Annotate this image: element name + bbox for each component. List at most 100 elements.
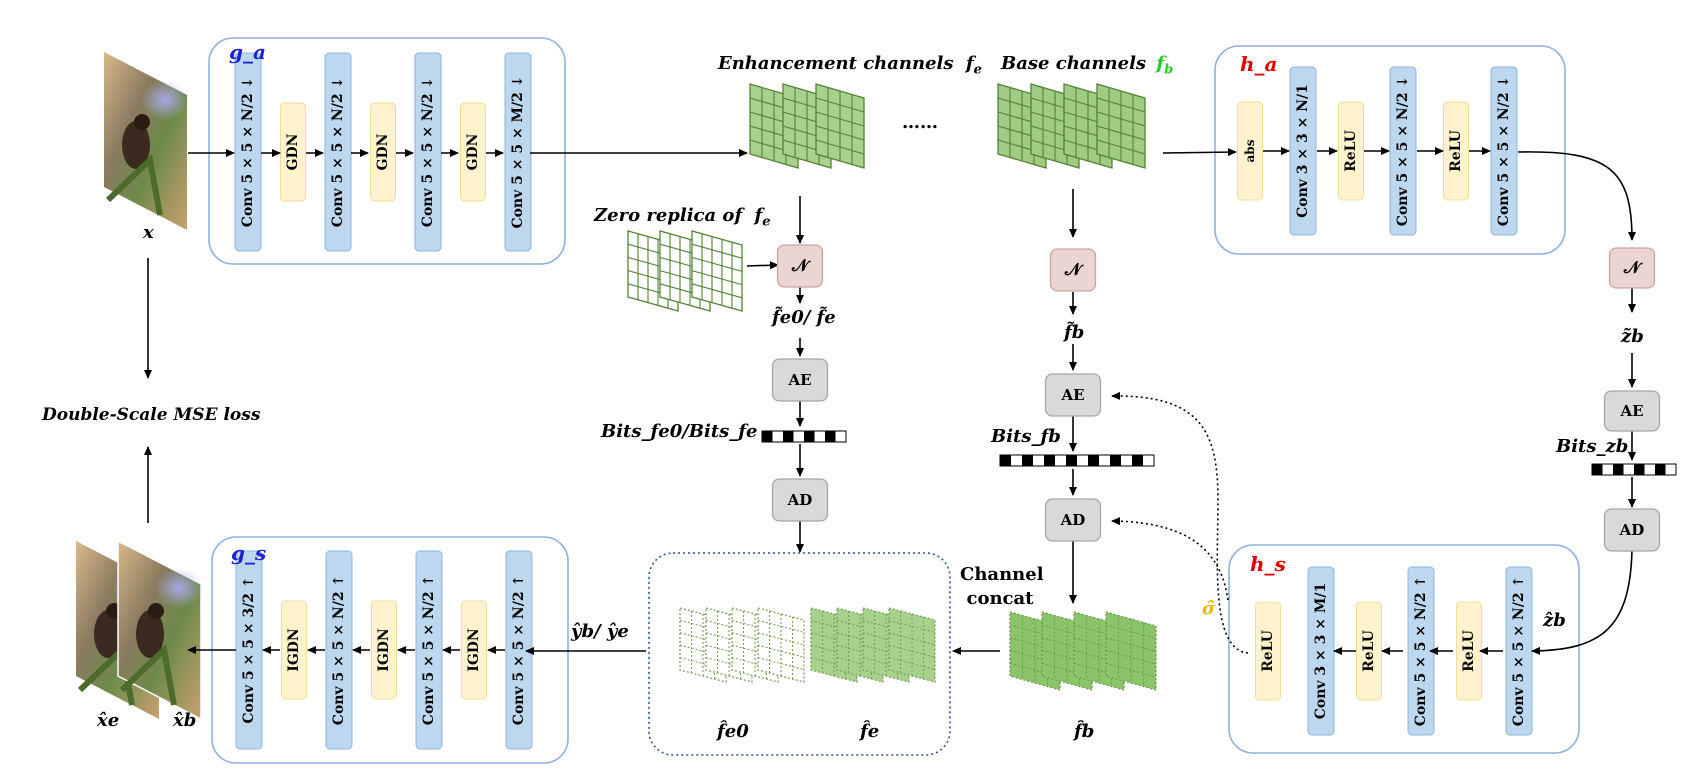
ga-layer-4: Conv 5 × 5 × N/2 ↓	[414, 52, 442, 252]
gs-layer-1: IGDN	[281, 600, 307, 700]
ha-layer-label-0: abs	[1243, 139, 1257, 162]
gs-layer-label-0: Conv 5 × 5 × 3/2 ↑	[241, 576, 257, 723]
fb-hat-label: f̂b	[1074, 721, 1095, 742]
gs-layer-5: IGDN	[461, 600, 487, 700]
arithmetic-encoder-fb: AE	[1044, 373, 1102, 417]
entropy-model-n-zb: 𝒩	[1608, 247, 1656, 289]
ha-layer-label-3: Conv 5 × 5 × N/2 ↓	[1395, 76, 1411, 226]
arithmetic-decoder-fb-label: AD	[1060, 511, 1086, 529]
enhancement-channels-label: Enhancement channels fe	[718, 53, 982, 78]
hs-layer-label-2: ReLU	[1361, 630, 1377, 672]
ga-layer-label-0: Conv 5 × 5 × N/2 ↓	[240, 77, 256, 227]
ga-layer-label-2: Conv 5 × 5 × N/2 ↓	[330, 77, 346, 227]
xb-hat-label: x̂b	[173, 710, 197, 731]
xe-hat-label: x̂e	[97, 710, 120, 731]
fe-hat-label: f̂e	[860, 721, 880, 742]
ga-title: g_a	[229, 40, 266, 64]
ha-layer-3: Conv 5 × 5 × N/2 ↓	[1389, 66, 1417, 236]
ga-module-box	[208, 37, 566, 265]
base-channel-map-3	[1096, 83, 1146, 169]
fe0-hat-map-3	[757, 607, 805, 683]
hs-layer-label-5: Conv 5 × 5 × N/2 ↑	[1511, 576, 1527, 726]
arithmetic-encoder-fb-label: AE	[1060, 386, 1084, 404]
arithmetic-decoder-fb: AD	[1044, 498, 1102, 542]
x-label: x	[143, 222, 154, 243]
input-image-x	[104, 52, 189, 230]
ga-layer-6: Conv 5 × 5 × M/2 ↓	[504, 52, 532, 252]
hs-layer-label-3: Conv 5 × 5 × N/2 ↑	[1413, 576, 1429, 726]
hs-layer-1: Conv 3 × 3 × M/1	[1307, 566, 1335, 736]
sigma-feedback	[1111, 391, 1249, 654]
fe0-hat-label: f̂e0	[717, 721, 749, 742]
gs-layer-3: IGDN	[371, 600, 397, 700]
ha-title: h_a	[1240, 52, 1278, 76]
zb-tilde-label: z̃b	[1621, 326, 1644, 347]
ha-layer-label-2: ReLU	[1343, 130, 1359, 172]
loss-label: Double-Scale MSE loss	[42, 405, 261, 425]
ha-layer-label-1: Conv 3 × 3 × N/1	[1295, 84, 1311, 218]
yb-ye-hat-label: ŷb/ ŷe	[571, 621, 629, 642]
ha-layer-2: ReLU	[1338, 101, 1364, 201]
bitstream-fe	[761, 430, 847, 443]
bits-zb-label: Bits_zb	[1556, 436, 1629, 457]
arithmetic-decoder-fe-label: AD	[787, 491, 813, 509]
arithmetic-encoder-fe-label: AE	[787, 371, 811, 389]
hs-layer-label-1: Conv 3 × 3 × M/1	[1313, 583, 1329, 719]
ellipsis: ……	[902, 112, 938, 133]
gs-layer-label-3: IGDN	[376, 628, 392, 672]
connections	[144, 147, 1636, 655]
gs-layer-label-4: Conv 5 × 5 × N/2 ↑	[421, 575, 437, 725]
fb-tilde-label: f̃b	[1064, 322, 1085, 343]
arithmetic-decoder-zb-label: AD	[1619, 521, 1645, 539]
ga-layer-label-1: GDN	[285, 133, 301, 170]
ga-layer-2: Conv 5 × 5 × N/2 ↓	[324, 52, 352, 252]
arithmetic-encoder-zb-label: AE	[1619, 402, 1643, 420]
ga-layer-label-6: Conv 5 × 5 × M/2 ↓	[510, 75, 526, 228]
ha-layer-5: Conv 5 × 5 × N/2 ↓	[1490, 66, 1518, 236]
entropy-model-n-fb-label: 𝒩	[1064, 260, 1084, 280]
ha-layer-label-4: ReLU	[1448, 130, 1464, 172]
bitstream-zb	[1591, 463, 1677, 476]
hs-module-box	[1228, 544, 1580, 754]
enh-channel-map-2	[815, 83, 865, 169]
zero-replica-map-2	[691, 230, 743, 312]
hs-layer-5: Conv 5 × 5 × N/2 ↑	[1505, 566, 1533, 736]
hs-layer-label-0: ReLU	[1260, 630, 1276, 672]
ga-layer-5: GDN	[460, 102, 486, 202]
base-channels-label: Base channels fb	[1001, 53, 1174, 78]
ga-layer-3: GDN	[370, 102, 396, 202]
arithmetic-encoder-fe: AE	[771, 358, 829, 402]
arithmetic-decoder-zb: AD	[1603, 508, 1661, 552]
ha-layer-4: ReLU	[1443, 101, 1469, 201]
ga-layer-label-5: GDN	[465, 133, 481, 170]
hs-layer-4: ReLU	[1456, 601, 1482, 701]
bits-fe-label: Bits_fe0/Bits_fe	[601, 421, 758, 442]
gs-layer-label-2: Conv 5 × 5 × N/2 ↑	[331, 575, 347, 725]
gs-title: g_s	[231, 541, 267, 565]
fe-hat-map-3	[888, 607, 936, 683]
ha-module-box	[1214, 45, 1566, 255]
gs-layer-4: Conv 5 × 5 × N/2 ↑	[415, 550, 443, 750]
gs-layer-2: Conv 5 × 5 × N/2 ↑	[325, 550, 353, 750]
hs-layer-2: ReLU	[1356, 601, 1382, 701]
concat-dotted-box	[648, 552, 951, 756]
bits-fb-label: Bits_fb	[991, 426, 1061, 447]
gs-layer-6: Conv 5 × 5 × N/2 ↑	[505, 550, 533, 750]
channel-concat-label: Channel concat	[960, 564, 1044, 609]
zero-replica-label: Zero replica of fe	[594, 205, 771, 230]
gs-layer-0: Conv 5 × 5 × 3/2 ↑	[235, 550, 263, 750]
gs-layer-label-5: IGDN	[466, 628, 482, 672]
sigma-hat-label: σ̂	[1202, 598, 1216, 619]
hs-layer-0: ReLU	[1255, 601, 1281, 701]
bitstream-fb	[999, 454, 1155, 467]
fb-hat-map-3	[1105, 611, 1157, 691]
ga-layer-0: Conv 5 × 5 × N/2 ↓	[234, 52, 262, 252]
arithmetic-encoder-zb: AE	[1603, 390, 1661, 432]
entropy-model-n-fb: 𝒩	[1049, 248, 1097, 292]
output-image-xb	[117, 539, 203, 721]
ha-layer-label-5: Conv 5 × 5 × N/2 ↓	[1496, 76, 1512, 226]
ga-layer-label-3: GDN	[375, 133, 391, 170]
fe0-fe-tilde-label: f̃e0/ f̃e	[772, 307, 836, 328]
entropy-model-n-fe: 𝒩	[776, 244, 824, 288]
